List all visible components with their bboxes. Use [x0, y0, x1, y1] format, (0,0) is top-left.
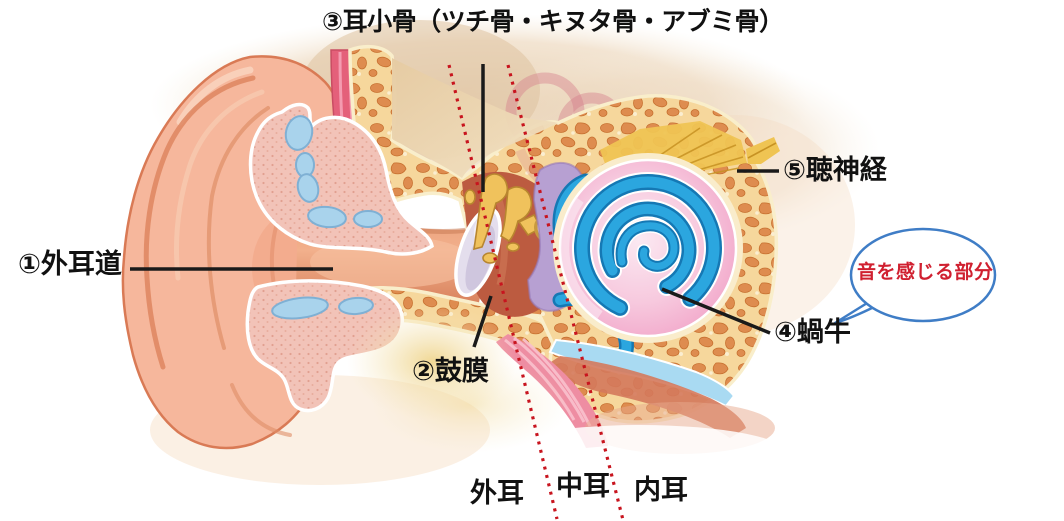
lower-cartilage: [245, 279, 405, 413]
upper-cartilage: [248, 102, 434, 256]
pointer-lines: [130, 64, 779, 348]
bone-smooth-wedge: [392, 58, 558, 178]
label-ossicles: ③耳小骨（ツチ骨・キヌタ骨・アブミ骨）: [322, 8, 784, 36]
speech-bubble: [833, 227, 997, 325]
label-ear-canal: ①外耳道: [18, 249, 122, 279]
label-auditory-nerve: ⑤聴神経: [783, 155, 887, 185]
label-region-outer-ear: 外耳: [470, 478, 524, 508]
label-region-inner-ear: 内耳: [634, 475, 688, 505]
label-region-middle-ear: 中耳: [556, 471, 610, 501]
speech-bubble-text: 音を感じる部分: [857, 262, 994, 283]
label-cochlea: ④蝸牛: [774, 317, 851, 347]
soft-tissue-glow2: [370, 357, 570, 453]
cochlea-spiral: [553, 153, 743, 343]
label-eardrum: ②鼓膜: [412, 356, 489, 386]
region-divider-lines: [447, 64, 625, 521]
